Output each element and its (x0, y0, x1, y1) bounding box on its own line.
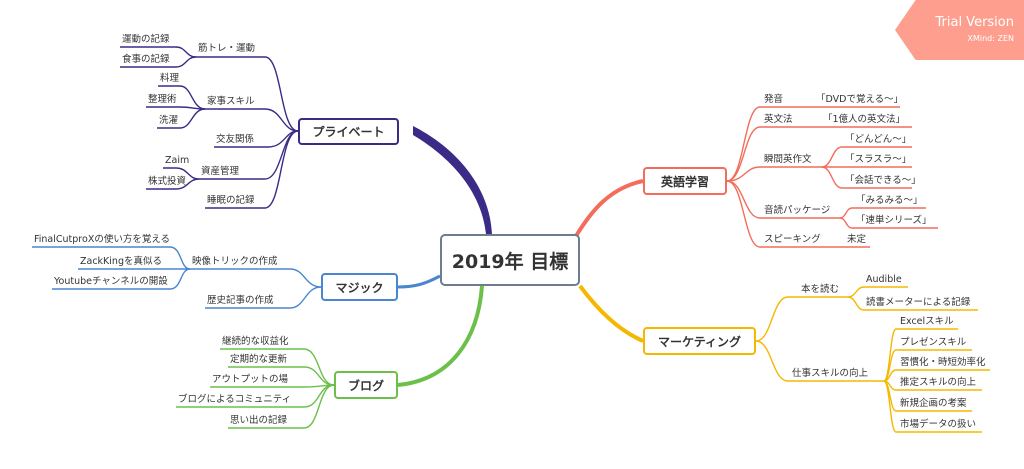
private-branch-lines (120, 46, 299, 209)
subtopic-meal-log[interactable]: 食事の記録 (122, 54, 170, 65)
subtopic-instant-composition[interactable]: 瞬間英作文 (764, 154, 812, 165)
connector-central-english (574, 179, 644, 238)
blog-branch-lines (176, 348, 335, 429)
subtopic-video-trick[interactable]: 映像トリックの作成 (192, 256, 278, 267)
topic-private[interactable]: プライベート (298, 118, 399, 145)
subtopic-organizing[interactable]: 整理術 (148, 94, 177, 105)
subtopic-estimation[interactable]: 推定スキルの向上 (900, 377, 977, 388)
subtopic-grammar[interactable]: 英文法 (764, 114, 793, 125)
subtopic-reading-package[interactable]: 音読パッケージ (764, 205, 831, 216)
subtopic-read-books[interactable]: 本を読む (801, 284, 840, 295)
subtopic-memories[interactable]: 思い出の記録 (230, 415, 288, 426)
subtopic-housework[interactable]: 家事スキル (207, 96, 255, 107)
subtopic-zackking[interactable]: ZackKingを真似る (80, 256, 162, 267)
watermark-title: Trial Version (935, 15, 1014, 30)
subtopic-history-article[interactable]: 歴史記事の作成 (207, 295, 274, 306)
central-topic[interactable]: 2019年 目標 (440, 234, 580, 286)
subtopic-asset-management[interactable]: 資産管理 (201, 166, 240, 177)
connector-central-marketing (578, 284, 644, 343)
subtopic-surasura[interactable]: 「スラスラ～」 (845, 154, 912, 165)
subtopic-laundry[interactable]: 洗濯 (159, 115, 179, 126)
subtopic-sokutan[interactable]: 「速単シリーズ」 (856, 215, 932, 226)
subtopic-grammar-book[interactable]: 「1億人の英文法」 (823, 114, 906, 125)
subtopic-stocks[interactable]: 株式投資 (148, 176, 187, 187)
subtopic-speaking[interactable]: スピーキング (764, 234, 821, 245)
subtopic-audible[interactable]: Audible (866, 274, 902, 285)
subtopic-cooking[interactable]: 料理 (160, 73, 180, 84)
subtopic-mirumiru[interactable]: 「みるみる～」 (856, 195, 923, 206)
subtopic-market-data[interactable]: 市場データの扱い (900, 419, 977, 430)
subtopic-presentation[interactable]: プレゼンスキル (900, 337, 967, 348)
subtopic-new-planning[interactable]: 新規企画の考案 (900, 398, 967, 409)
subtopic-exercise-log[interactable]: 運動の記録 (122, 34, 170, 45)
connector-central-magic (397, 274, 441, 289)
subtopic-zaim[interactable]: Zaim (165, 155, 190, 166)
subtopic-community[interactable]: ブログによるコミュニティ (178, 394, 292, 405)
topic-english[interactable]: 英語学習 (643, 167, 727, 195)
topic-magic[interactable]: マジック (321, 273, 398, 301)
subtopic-friendship[interactable]: 交友関係 (216, 134, 255, 145)
magic-branch-lines (32, 246, 322, 309)
subtopic-output[interactable]: アウトプットの場 (212, 374, 289, 385)
subtopic-dondon[interactable]: 「どんどん～」 (845, 134, 912, 145)
connector-central-blog (397, 285, 484, 387)
subtopic-kintore[interactable]: 筋トレ・運動 (198, 43, 256, 54)
subtopic-youtube[interactable]: Youtubeチャンネルの開設 (54, 276, 168, 287)
subtopic-dvd[interactable]: 「DVDで覚える～」 (816, 94, 904, 105)
subtopic-kaiwa[interactable]: 「会話できる～」 (845, 175, 921, 186)
subtopic-work-skills[interactable]: 仕事スキルの向上 (792, 368, 869, 379)
subtopic-bookmeter[interactable]: 読書メーターによる記録 (866, 297, 971, 308)
subtopic-finalcut[interactable]: FinalCutproXの使い方を覚える (34, 234, 171, 245)
subtopic-monetize[interactable]: 継続的な収益化 (222, 336, 289, 347)
subtopic-regular-update[interactable]: 定期的な更新 (230, 354, 288, 365)
topic-marketing[interactable]: マーケティング (643, 327, 756, 355)
subtopic-sleep-log[interactable]: 睡眠の記録 (207, 195, 255, 206)
topic-blog[interactable]: ブログ (334, 371, 398, 399)
connector-central-private (413, 126, 492, 234)
watermark-subtitle: XMind: ZEN (967, 34, 1014, 43)
subtopic-excel[interactable]: Excelスキル (900, 316, 954, 327)
english-branch-lines (726, 106, 938, 248)
subtopic-pronunciation[interactable]: 発音 (764, 94, 784, 105)
subtopic-habit-efficiency[interactable]: 習慣化・時短効率化 (900, 357, 986, 368)
trial-version-watermark: Trial Version XMind: ZEN (895, 0, 1024, 60)
subtopic-undecided[interactable]: 未定 (847, 234, 867, 245)
marketing-branch-lines (755, 286, 990, 433)
